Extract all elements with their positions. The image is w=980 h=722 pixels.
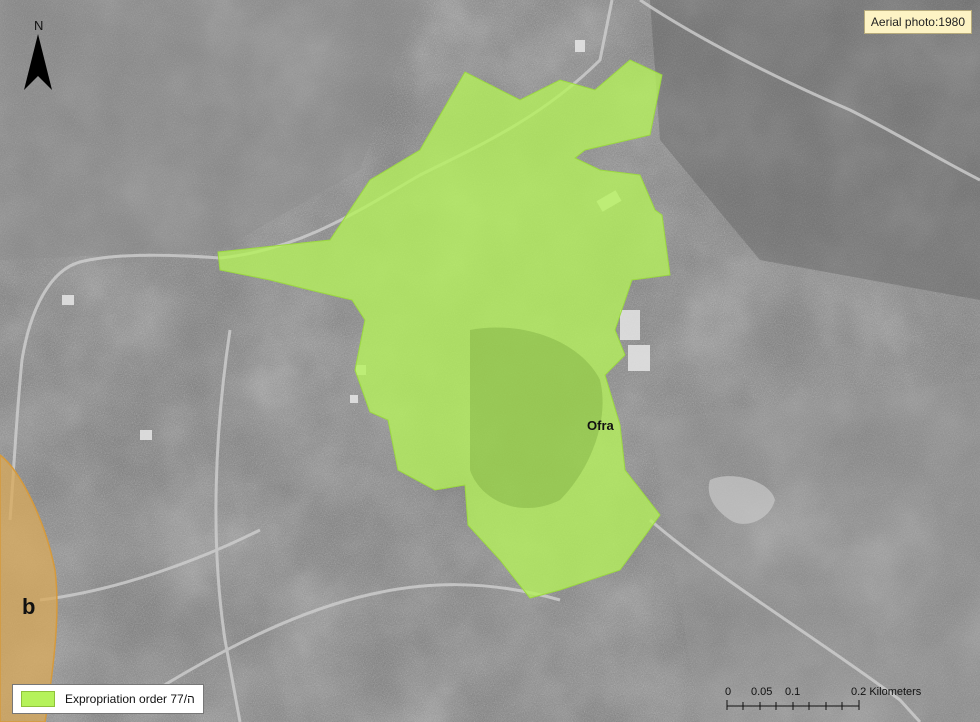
roads — [8, 0, 980, 722]
scale-tick-3: 0.2 Kilometers — [851, 686, 922, 698]
scale-bar-graphic — [726, 700, 860, 710]
legend-swatch — [21, 691, 55, 707]
scale-bar: 0 0.05 0.1 0.2 Kilometers — [705, 686, 965, 714]
north-arrow-icon — [24, 34, 52, 90]
legend: Expropriation order 77/ה — [12, 684, 204, 714]
place-label-b: b — [22, 594, 36, 619]
scale-tick-1: 0.05 — [751, 686, 773, 698]
expropriation-area — [217, 59, 671, 599]
place-label-ofra: Ofra — [587, 418, 614, 433]
scale-tick-0: 0 — [725, 686, 732, 698]
north-arrow: N — [20, 18, 60, 94]
legend-label: Expropriation order 77/ה — [65, 692, 195, 706]
photo-date-label: Aerial photo:1980 — [863, 10, 972, 34]
north-letter: N — [34, 18, 44, 33]
scale-tick-2: 0.1 — [785, 686, 801, 698]
